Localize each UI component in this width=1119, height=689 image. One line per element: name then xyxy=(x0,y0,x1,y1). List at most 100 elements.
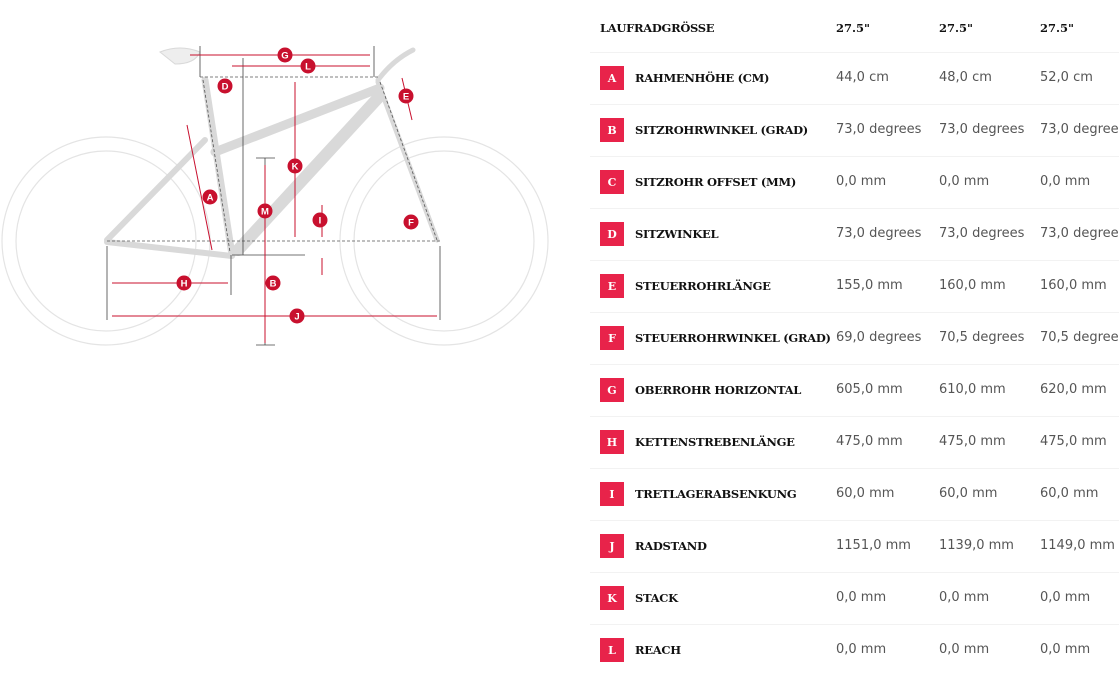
marker-letter: E xyxy=(403,92,409,103)
table-row: I TRETLAGERABSENKUNG 60,0 mm 60,0 mm 60,… xyxy=(590,468,1119,520)
row-divider xyxy=(590,260,1119,261)
row-value-1: 0,0 mm xyxy=(836,642,887,657)
marker-circle xyxy=(277,47,293,63)
row-value-1: 1151,0 mm xyxy=(836,538,911,553)
frame xyxy=(104,47,440,259)
table-row: F STEUERROHRWINKEL (GRAD) 69,0 degrees 7… xyxy=(590,312,1119,364)
row-value-1: 73,0 degrees xyxy=(836,122,922,137)
marker-letter: K xyxy=(292,162,299,173)
row-divider xyxy=(590,572,1119,573)
row-value-2: 610,0 mm xyxy=(939,382,1006,397)
marker-b: B xyxy=(265,275,281,291)
table-row: B SITZROHRWINKEL (GRAD) 73,0 degrees 73,… xyxy=(590,104,1119,156)
row-divider xyxy=(590,624,1119,625)
row-value-3: 0,0 mm xyxy=(1040,642,1091,657)
dimension-markers: G L D E K M A I F H B J xyxy=(176,47,419,324)
row-key-badge: E xyxy=(600,274,624,298)
marker-circle xyxy=(289,308,305,324)
row-divider xyxy=(590,104,1119,105)
marker-m: M xyxy=(257,203,273,219)
marker-letter: G xyxy=(281,51,288,62)
row-label: RAHMENHÖHE (CM) xyxy=(635,71,770,85)
marker-letter: A xyxy=(207,193,214,204)
row-value-1: 44,0 cm xyxy=(836,70,889,85)
row-value-1: 0,0 mm xyxy=(836,174,887,189)
row-value-3: 60,0 mm xyxy=(1040,486,1099,501)
table-row: G OBERROHR HORIZONTAL 605,0 mm 610,0 mm … xyxy=(590,364,1119,416)
row-value-1: 0,0 mm xyxy=(836,590,887,605)
row-divider xyxy=(590,520,1119,521)
table-row: C SITZROHR OFFSET (MM) 0,0 mm 0,0 mm 0,0… xyxy=(590,156,1119,208)
extension-lines xyxy=(106,46,441,346)
marker-letter: F xyxy=(408,218,414,229)
row-value-3: 160,0 mm xyxy=(1040,278,1107,293)
table-row: H KETTENSTREBENLÄNGE 475,0 mm 475,0 mm 4… xyxy=(590,416,1119,468)
row-value-1: 155,0 mm xyxy=(836,278,903,293)
row-value-1: 605,0 mm xyxy=(836,382,903,397)
marker-circle xyxy=(257,203,273,219)
row-key-badge: F xyxy=(600,326,624,350)
row-key-badge: L xyxy=(600,638,624,662)
row-divider xyxy=(590,156,1119,157)
row-key-badge: B xyxy=(600,118,624,142)
row-value-2: 0,0 mm xyxy=(939,590,990,605)
row-key-badge: D xyxy=(600,222,624,246)
marker-letter: M xyxy=(261,207,269,218)
wheel-size-label: LAUFRADGRÖSSE xyxy=(600,21,715,35)
marker-h: H xyxy=(176,275,192,291)
row-value-3: 1149,0 mm xyxy=(1040,538,1115,553)
row-label: SITZROHR OFFSET (MM) xyxy=(635,175,796,189)
row-value-1: 69,0 degrees xyxy=(836,330,922,345)
row-label: SITZWINKEL xyxy=(635,227,719,241)
row-value-2: 70,5 degrees xyxy=(939,330,1025,345)
marker-circle xyxy=(265,275,281,291)
marker-circle xyxy=(300,58,316,74)
row-divider xyxy=(590,312,1119,313)
size-col-3: 27.5" xyxy=(1040,21,1075,35)
marker-circle xyxy=(398,88,414,104)
row-value-1: 475,0 mm xyxy=(836,434,903,449)
row-value-2: 160,0 mm xyxy=(939,278,1006,293)
row-value-3: 620,0 mm xyxy=(1040,382,1107,397)
marker-a: A xyxy=(202,189,218,205)
row-divider xyxy=(590,208,1119,209)
marker-k: K xyxy=(287,158,303,174)
table-row: K STACK 0,0 mm 0,0 mm 0,0 mm xyxy=(590,572,1119,624)
row-value-2: 73,0 degrees xyxy=(939,226,1025,241)
row-value-3: 73,0 degrees xyxy=(1040,226,1119,241)
row-value-1: 73,0 degrees xyxy=(836,226,922,241)
row-label: TRETLAGERABSENKUNG xyxy=(635,487,797,501)
row-value-2: 73,0 degrees xyxy=(939,122,1025,137)
row-value-3: 70,5 degrees xyxy=(1040,330,1119,345)
row-divider xyxy=(590,468,1119,469)
row-label: STEUERROHRWINKEL (GRAD) xyxy=(635,331,831,345)
marker-i: I xyxy=(312,212,328,228)
marker-letter: L xyxy=(305,62,311,73)
row-label: OBERROHR HORIZONTAL xyxy=(635,383,802,397)
marker-circle xyxy=(287,158,303,174)
reference-lines xyxy=(107,76,440,253)
rear-wheel-rim xyxy=(15,150,197,332)
marker-letter: B xyxy=(270,279,277,290)
front-wheel xyxy=(339,136,549,346)
table-row: L REACH 0,0 mm 0,0 mm 0,0 mm xyxy=(590,624,1119,676)
table-row: D SITZWINKEL 73,0 degrees 73,0 degrees 7… xyxy=(590,208,1119,260)
marker-e: E xyxy=(398,88,414,104)
marker-d: D xyxy=(217,78,233,94)
marker-j: J xyxy=(289,308,305,324)
marker-circle xyxy=(312,212,328,228)
table-row: A RAHMENHÖHE (CM) 44,0 cm 48,0 cm 52,0 c… xyxy=(590,52,1119,104)
row-label: STACK xyxy=(635,591,678,605)
row-value-2: 48,0 cm xyxy=(939,70,992,85)
row-label: KETTENSTREBENLÄNGE xyxy=(635,435,795,449)
row-value-1: 60,0 mm xyxy=(836,486,895,501)
table-row: J RADSTAND 1151,0 mm 1139,0 mm 1149,0 mm xyxy=(590,520,1119,572)
row-key-badge: I xyxy=(600,482,624,506)
bike-geometry-diagram: G L D E K M A I F H B J xyxy=(1,46,549,346)
marker-g: G xyxy=(277,47,293,63)
row-value-2: 60,0 mm xyxy=(939,486,998,501)
row-value-3: 0,0 mm xyxy=(1040,174,1091,189)
row-key-badge: J xyxy=(600,534,624,558)
row-label: STEUERROHRLÄNGE xyxy=(635,279,771,293)
row-key-badge: A xyxy=(600,66,624,90)
